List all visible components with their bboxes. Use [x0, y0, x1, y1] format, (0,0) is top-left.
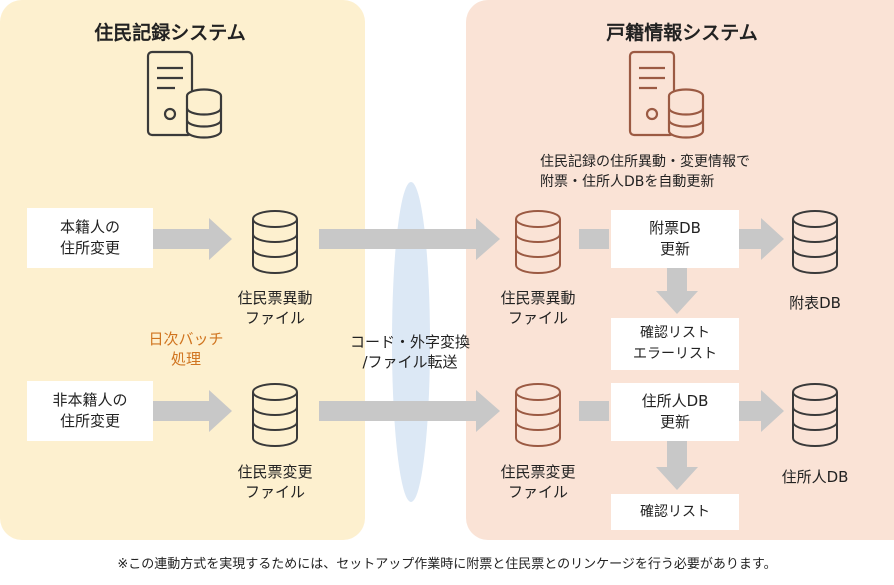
db-icon-right-file-row2 — [515, 383, 561, 447]
db-icon-output-row2 — [792, 383, 838, 447]
file-label-right-row2: 住民票変更 ファイル — [500, 463, 576, 501]
koseki-system-description: 住民記録の住所異動・変更情報で 附票・住所人DBを自動更新 — [540, 154, 750, 190]
arrow-process1-to-report — [656, 266, 698, 314]
batch-process-label: 日次バッチ 処理 — [148, 330, 224, 368]
file-label-left-row1: 住民票異動 ファイル — [237, 289, 313, 327]
report-box-row1: 確認リスト エラーリスト — [611, 318, 739, 370]
arrow-process2-to-report — [656, 440, 698, 490]
transfer-label: コード・外字変換 /ファイル転送 — [349, 333, 470, 371]
arrow-process2-to-db — [739, 390, 784, 432]
arrow-source1-to-file — [153, 218, 232, 260]
koseki-system-title: 戸籍情報システム — [606, 22, 758, 44]
arrow-process1-to-db — [739, 218, 784, 260]
db-icon-left-row2 — [252, 383, 298, 447]
arrow-file-to-process1 — [579, 229, 609, 249]
db-icon-left-row1 — [252, 210, 298, 274]
file-label-left-row2: 住民票変更 ファイル — [237, 463, 313, 501]
db-icon-right-file-row1 — [515, 210, 561, 274]
source-box-hihonseki: 非本籍人の 住所変更 — [27, 381, 153, 441]
process-box-jushonin-db: 住所人DB 更新 — [611, 383, 739, 441]
arrow-file-to-process2 — [579, 401, 609, 421]
output-db-label-row1: 附表DB — [789, 294, 841, 312]
jumin-system-title: 住民記録システム — [94, 22, 246, 44]
arrow-source2-to-file — [153, 390, 232, 432]
server-db-icon-left — [146, 50, 223, 139]
source-box-honseki: 本籍人の 住所変更 — [27, 208, 153, 268]
arrow-transfer-row1 — [319, 218, 500, 260]
output-db-label-row2: 住所人DB — [781, 468, 849, 486]
db-icon-output-row1 — [792, 210, 838, 274]
arrow-transfer-row2 — [319, 390, 500, 432]
transfer-ellipse — [392, 182, 430, 502]
file-label-right-row1: 住民票異動 ファイル — [500, 289, 576, 327]
process-box-fuhyo-db: 附票DB 更新 — [611, 210, 739, 268]
report-box-row2: 確認リスト — [611, 494, 739, 530]
footnote: ※この連動方式を実現するためには、セットアップ作業時に附票と住民票とのリンケージ… — [117, 557, 777, 572]
server-db-icon-right — [628, 50, 705, 139]
